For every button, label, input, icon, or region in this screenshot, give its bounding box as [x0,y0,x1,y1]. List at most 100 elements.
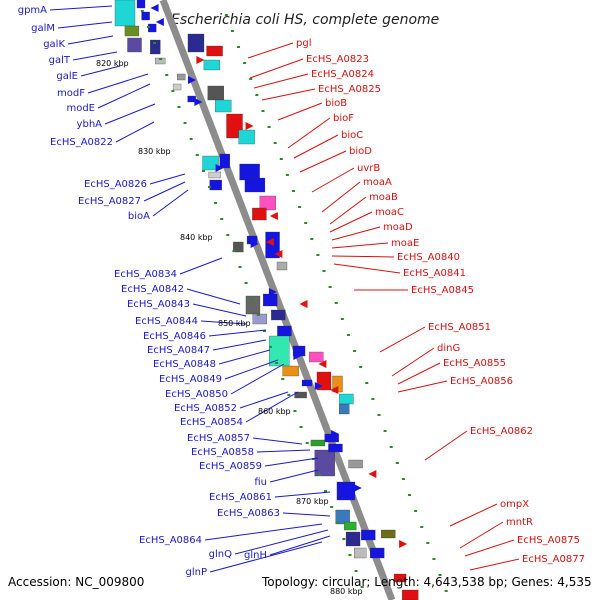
gene-block [202,155,219,171]
gene-label-right[interactable]: EcHS_A0862 [470,426,533,437]
gene-label-right[interactable]: EcHS_A0824 [311,69,374,80]
gene-label-left[interactable]: EcHS_A0849 [159,374,222,385]
label-leader-left [104,103,156,125]
gene-label-left[interactable]: EcHS_A0857 [187,433,250,444]
gene-label-left[interactable]: EcHS_A0863 [217,508,280,519]
gene-label-left[interactable]: glnH [244,550,267,561]
gene-arrow [399,540,408,548]
gene-label-left[interactable]: EcHS_A0842 [121,284,184,295]
gene-label-left[interactable]: galK [43,39,65,50]
gene-label-left[interactable]: EcHS_A0846 [143,331,206,342]
tick-dot [230,30,234,32]
topology-text: Topology: circular; Length: 4,643,538 bp… [261,575,592,589]
tick-dot [285,174,289,176]
gene-block [335,509,350,525]
gene-block [141,11,150,21]
tick-dot [414,510,418,512]
gene-label-right[interactable]: bioF [333,113,354,124]
gene-arrow [150,4,159,12]
gene-label-left[interactable]: EcHS_A0854 [180,417,243,428]
gene-label-left[interactable]: bioA [128,211,150,222]
label-leader-left [209,541,323,573]
gene-label-left[interactable]: EcHS_A0843 [127,299,190,310]
gene-label-right[interactable]: EcHS_A0840 [397,252,460,263]
gene-label-right[interactable]: moaB [369,192,398,203]
gene-label-right[interactable]: bioD [349,146,372,157]
scale-mark-label: 820 kbp [96,59,129,68]
gene-label-left[interactable]: EcHS_A0827 [78,196,141,207]
tick-dot [279,158,283,160]
tick-dot [269,346,273,348]
gene-label-right[interactable]: EcHS_A0856 [450,376,513,387]
gene-arrow [245,122,254,130]
gene-label-right[interactable]: EcHS_A0841 [403,268,466,279]
gene-label-left[interactable]: EcHS_A0847 [147,345,210,356]
gene-label-left[interactable]: EcHS_A0859 [199,461,262,472]
gene-label-left[interactable]: EcHS_A0858 [191,447,254,458]
gene-label-right[interactable]: EcHS_A0875 [517,535,580,546]
gene-label-left[interactable]: EcHS_A0850 [165,389,228,400]
gene-label-right[interactable]: bioB [325,98,347,109]
gene-label-right[interactable]: EcHS_A0851 [428,322,491,333]
tick-dot [153,42,157,44]
tick-dot [298,206,302,208]
label-leader-right [464,539,515,557]
label-leader-left [200,320,247,325]
gene-label-left[interactable]: EcHS_A0844 [135,316,198,327]
label-leader-left [49,5,113,11]
gene-label-right[interactable]: moaC [375,207,404,218]
gene-label-left[interactable]: galT [49,55,71,66]
gene-labels: gpmA galM galK galT galE modF modE ybhA EcHS_A08… [18,5,585,578]
tick-dot [316,254,320,256]
gene-label-left[interactable]: EcHS_A0852 [174,403,237,414]
gene-block [314,449,335,477]
label-leader-right [277,102,323,121]
gene-label-right[interactable]: ompX [500,499,529,510]
gene-label-left[interactable]: glnP [186,567,208,578]
gene-block [215,99,232,113]
gene-arrow [215,164,224,172]
label-leader-right [287,117,331,149]
gene-label-right[interactable]: EcHS_A0823 [306,54,369,65]
gene-label-left[interactable]: modF [57,88,85,99]
gene-label-left[interactable]: fiu [254,477,267,488]
gene-block [309,351,324,363]
gene-label-right[interactable]: EcHS_A0845 [411,285,474,296]
gene-label-left[interactable]: EcHS_A0834 [114,269,177,280]
gene-label-left[interactable]: ybhA [77,119,103,130]
gene-label-left[interactable]: glnQ [209,549,232,560]
gene-label-left[interactable]: galE [56,71,78,82]
gene-block [402,589,419,600]
gene-label-right[interactable]: moaD [383,222,413,233]
gene-label-right[interactable]: EcHS_A0877 [522,554,585,565]
gene-label-right[interactable]: EcHS_A0825 [318,84,381,95]
gene-block [239,163,260,181]
tick-dot [207,186,211,188]
gene-label-left[interactable]: EcHS_A0848 [153,359,216,370]
gene-label-left[interactable]: galM [31,23,55,34]
gene-label-left[interactable]: gpmA [18,5,47,16]
tick-dot [299,426,303,428]
label-leader-left [57,21,113,29]
gene-label-right[interactable]: mntR [506,517,533,528]
gene-label-left[interactable]: EcHS_A0861 [209,492,272,503]
gene-label-left[interactable]: EcHS_A0822 [50,137,113,148]
gene-label-right[interactable]: moaA [363,177,392,188]
label-leader-left [230,363,285,395]
gene-arrow [250,240,259,248]
gene-label-right[interactable]: moaE [391,238,419,249]
gene-label-right[interactable]: uvrB [357,163,380,174]
tick-dot [305,442,309,444]
gene-block [339,393,354,405]
gene-label-right[interactable]: EcHS_A0855 [443,358,506,369]
label-leader-left [204,523,323,541]
gene-block [136,0,146,9]
gene-label-right[interactable]: bioC [341,130,363,141]
gene-label-right[interactable]: pgl [296,38,311,49]
gene-label-left[interactable]: modE [66,103,95,114]
gene-label-left[interactable]: EcHS_A0826 [84,179,147,190]
gene-label-right[interactable]: dinG [437,343,460,354]
gene-label-left[interactable]: EcHS_A0864 [139,535,202,546]
tick-dot [250,298,254,300]
